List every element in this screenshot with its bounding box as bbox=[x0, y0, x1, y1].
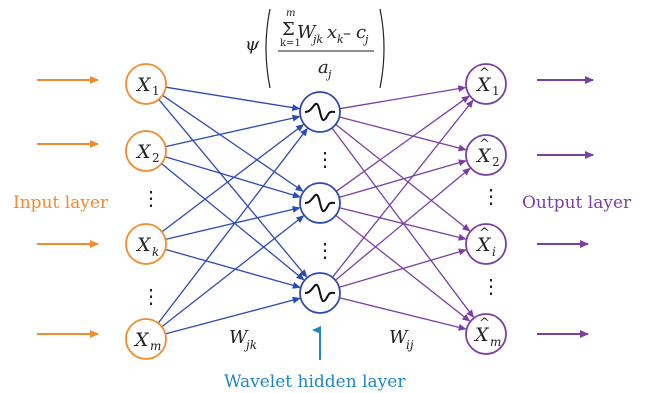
input-hidden-connection bbox=[165, 86, 301, 112]
output-ellipsis-2: ⋮ bbox=[481, 274, 501, 298]
input-hidden-connection bbox=[165, 248, 301, 289]
hidden-output-connection bbox=[339, 248, 467, 288]
hidden-output-connection bbox=[335, 95, 470, 192]
svg-text:jk: jk bbox=[310, 33, 323, 46]
svg-text:X: X bbox=[475, 74, 492, 96]
input-hidden-connection bbox=[165, 114, 301, 148]
input-hidden-connection bbox=[158, 98, 308, 278]
wavelet-icon bbox=[304, 102, 336, 122]
svg-text:X: X bbox=[135, 141, 152, 163]
svg-text:m: m bbox=[150, 339, 161, 353]
svg-text:x: x bbox=[327, 22, 337, 43]
hidden-output-connection bbox=[334, 167, 471, 281]
svg-text:W: W bbox=[297, 22, 317, 43]
hidden-ellipsis-2: ⋮ bbox=[315, 238, 335, 262]
svg-text:X: X bbox=[475, 234, 492, 256]
input-hidden-connection bbox=[161, 215, 305, 328]
svg-text:–: – bbox=[343, 23, 351, 42]
output-layer-label: Output layer bbox=[522, 193, 632, 213]
svg-text:1: 1 bbox=[152, 84, 160, 98]
svg-text:j: j bbox=[325, 68, 332, 81]
svg-text:jk: jk bbox=[243, 338, 257, 352]
hidden-output-connection bbox=[335, 123, 471, 232]
input-layer-label: Input layer bbox=[13, 193, 109, 213]
input-hidden-connection bbox=[165, 296, 301, 335]
svg-text:^: ^ bbox=[479, 316, 490, 331]
input-ellipsis-1: ⋮ bbox=[141, 186, 161, 210]
svg-text:W: W bbox=[229, 327, 249, 348]
input-ellipsis-2: ⋮ bbox=[141, 284, 161, 308]
svg-text:i: i bbox=[492, 245, 496, 259]
hidden-to-output-connections bbox=[331, 85, 474, 331]
svg-text:c: c bbox=[356, 22, 366, 43]
input-node-1: X 1 bbox=[125, 63, 167, 105]
svg-text:ψ: ψ bbox=[245, 34, 260, 55]
hidden-output-connection bbox=[339, 297, 467, 331]
input-hidden-connection bbox=[165, 205, 301, 241]
weight-label-out: W ij bbox=[389, 327, 414, 352]
input-node-k: X k bbox=[125, 223, 167, 265]
wavelet-node-3 bbox=[299, 272, 341, 314]
input-hidden-connection bbox=[161, 124, 305, 233]
hidden-output-connection bbox=[339, 207, 467, 241]
hidden-ellipsis-1: ⋮ bbox=[315, 147, 335, 171]
output-node-i: ^ X i bbox=[465, 223, 507, 265]
formula-right-paren bbox=[379, 8, 385, 89]
svg-text:ij: ij bbox=[406, 338, 414, 352]
svg-text:2: 2 bbox=[492, 155, 500, 169]
wavelet-node-2 bbox=[299, 182, 341, 224]
svg-text:2: 2 bbox=[152, 151, 160, 165]
svg-text:X: X bbox=[135, 234, 152, 256]
svg-text:j: j bbox=[362, 33, 369, 46]
svg-text:m: m bbox=[490, 335, 501, 349]
input-hidden-connection bbox=[161, 163, 305, 281]
wavelet-icon bbox=[304, 283, 336, 303]
svg-text:^: ^ bbox=[479, 66, 490, 81]
input-arrows bbox=[37, 76, 99, 338]
input-node-m: X m bbox=[125, 318, 167, 360]
svg-text:k: k bbox=[337, 33, 344, 46]
input-hidden-connection bbox=[157, 127, 308, 324]
svg-text:X: X bbox=[135, 74, 152, 96]
output-node-m: ^ X m bbox=[465, 313, 507, 355]
svg-text:X: X bbox=[475, 145, 492, 167]
svg-text:m: m bbox=[286, 8, 295, 19]
svg-text:^: ^ bbox=[479, 226, 490, 241]
hidden-output-connection bbox=[331, 99, 474, 278]
svg-text:k=1: k=1 bbox=[280, 38, 301, 49]
output-arrows bbox=[537, 76, 594, 338]
hidden-output-connection bbox=[339, 85, 467, 110]
weight-label-in: W jk bbox=[229, 327, 257, 352]
hidden-output-connection bbox=[331, 127, 474, 319]
input-hidden-connection bbox=[165, 156, 301, 199]
wavelet-activation-formula: ψ m Σ k=1 W jk x k – c j a j bbox=[245, 8, 385, 89]
output-node-1: ^ X 1 bbox=[465, 63, 507, 105]
svg-text:k: k bbox=[152, 245, 159, 259]
svg-text:^: ^ bbox=[479, 137, 490, 152]
output-layer-nodes: ^ X 1 ^ X 2 ^ X i ^ X m bbox=[465, 63, 507, 355]
output-ellipsis-1: ⋮ bbox=[481, 184, 501, 208]
svg-text:W: W bbox=[389, 327, 409, 348]
svg-text:1: 1 bbox=[492, 84, 500, 98]
formula-left-paren bbox=[265, 8, 271, 89]
svg-text:Σ: Σ bbox=[282, 19, 295, 40]
input-node-2: X 2 bbox=[125, 130, 167, 172]
svg-text:a: a bbox=[318, 57, 329, 78]
wavelet-node-1 bbox=[299, 91, 341, 133]
hidden-output-connection bbox=[339, 116, 467, 152]
input-to-hidden-connections bbox=[157, 86, 308, 335]
wavelet-icon bbox=[304, 193, 336, 213]
input-hidden-connection bbox=[162, 94, 304, 192]
hidden-layer-label: Wavelet hidden layer bbox=[224, 372, 406, 392]
hidden-layer-nodes bbox=[299, 91, 341, 314]
svg-text:X: X bbox=[473, 324, 490, 346]
svg-text:X: X bbox=[133, 329, 150, 351]
input-layer-nodes: X 1 X 2 X k X m bbox=[125, 63, 167, 360]
hidden-output-connection bbox=[339, 159, 467, 199]
output-node-2: ^ X 2 bbox=[465, 134, 507, 176]
